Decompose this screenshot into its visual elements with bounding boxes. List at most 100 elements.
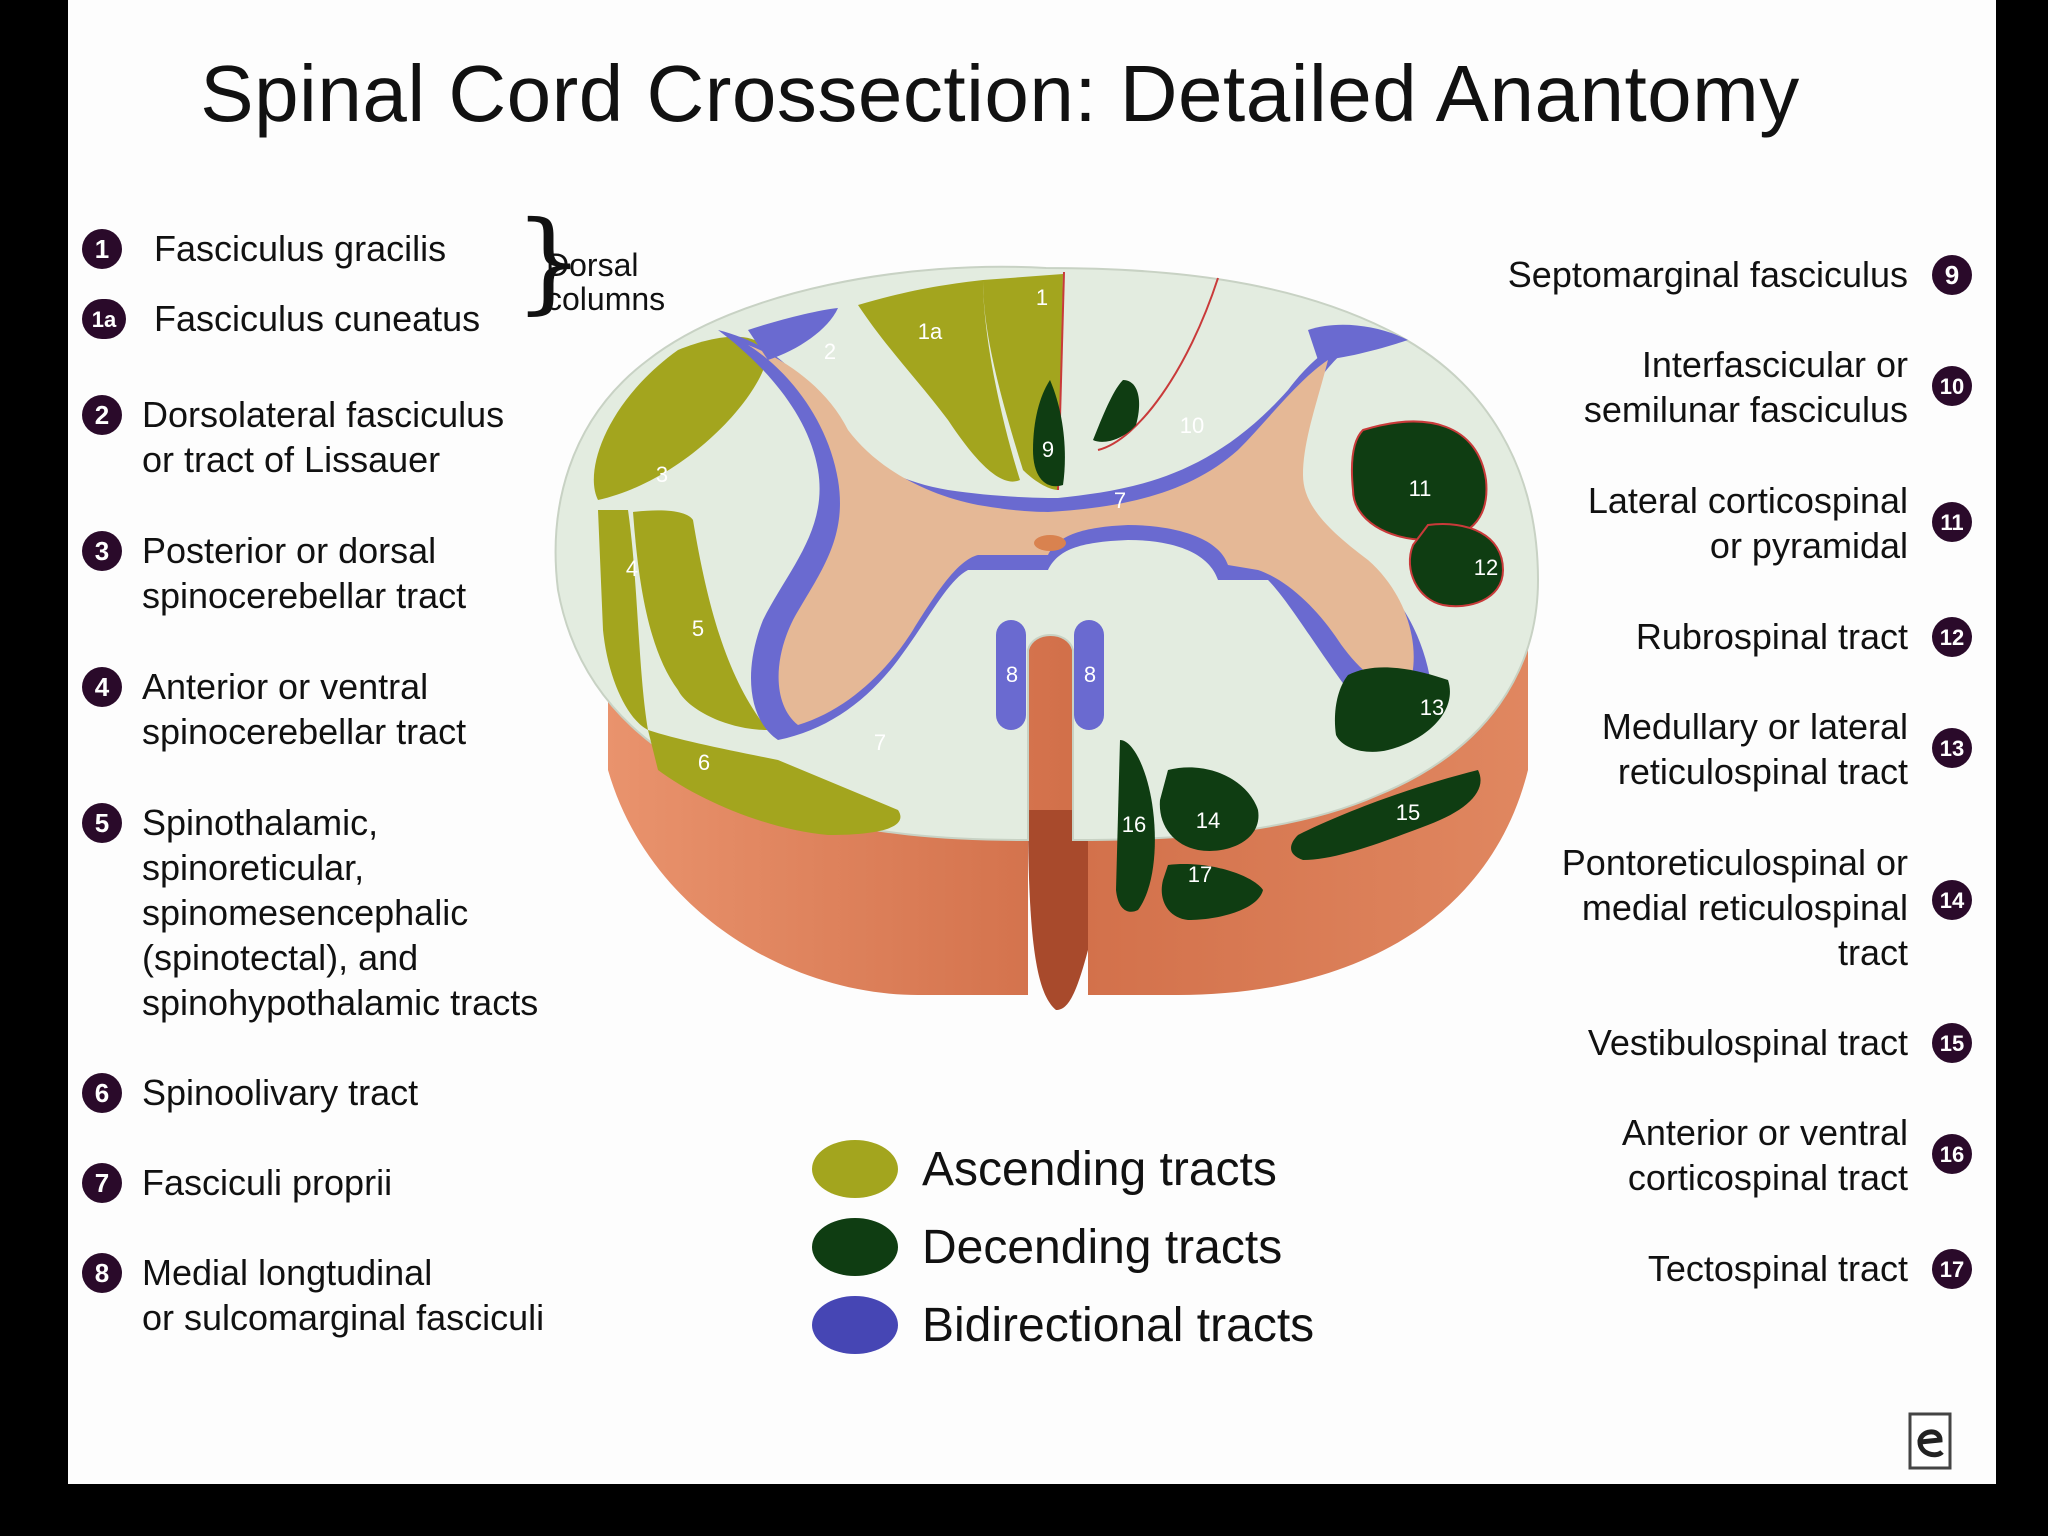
label-item-15: 15 Vestibulospinal tract bbox=[1588, 1020, 1972, 1065]
number-badge: 7 bbox=[82, 1163, 122, 1203]
label-text: Anterior or ventral corticospinal tract bbox=[1621, 1112, 1908, 1198]
diagram-label: 8 bbox=[1006, 662, 1018, 687]
label-text: Interfascicular or semilunar fasciculus bbox=[1583, 344, 1908, 430]
number-badge: 5 bbox=[82, 803, 122, 843]
label-text: Anterior or ventral spinocerebellar trac… bbox=[142, 666, 467, 752]
diagram-label: 8 bbox=[1084, 662, 1096, 687]
label-text: Septomarginal fasciculus bbox=[1507, 254, 1908, 295]
legend-label: Bidirectional tracts bbox=[922, 1298, 1315, 1352]
tract-10 bbox=[1093, 380, 1140, 442]
tract-13 bbox=[1334, 667, 1450, 752]
tract-4 bbox=[598, 510, 648, 730]
number-badge: 2 bbox=[82, 395, 122, 435]
legend-label: Decending tracts bbox=[922, 1220, 1283, 1274]
number-badge: 16 bbox=[1932, 1134, 1972, 1174]
legend-swatch bbox=[812, 1218, 898, 1276]
label-item-14: 14 Pontoreticulospinal or medial reticul… bbox=[1562, 840, 1972, 975]
label-item-5: 5 Spinothalamic, spinoreticular, spinome… bbox=[82, 800, 538, 1025]
spinal-cord-diagram: 1 1a 2 3 4 5 6 7 7 7 8 8 9 10 11 12 13 1… bbox=[554, 265, 1540, 1010]
label-text: Posterior or dorsal spinocerebellar trac… bbox=[142, 530, 467, 616]
diagram-label: 16 bbox=[1122, 812, 1146, 837]
slide: Spinal Cord Crossection: Detailed Ananto… bbox=[68, 0, 1996, 1484]
diagram-label: 9 bbox=[1042, 437, 1054, 462]
label-text: Pontoreticulospinal or medial reticulosp… bbox=[1561, 842, 1908, 973]
diagram-label: 7 bbox=[1114, 488, 1126, 513]
number-badge: 14 bbox=[1932, 880, 1972, 920]
legend-item-ascending: Ascending tracts bbox=[812, 1130, 1314, 1208]
label-text: Medullary or lateral reticulospinal trac… bbox=[1601, 706, 1908, 792]
tract-14 bbox=[1159, 767, 1259, 851]
number-badge: 9 bbox=[1932, 255, 1972, 295]
label-text: Fasciculi proprii bbox=[142, 1162, 393, 1203]
legend-swatch bbox=[812, 1140, 898, 1198]
number-badge: 15 bbox=[1932, 1023, 1972, 1063]
label-item-12: 12 Rubrospinal tract bbox=[1636, 614, 1972, 659]
label-item-13: 13 Medullary or lateral reticulospinal t… bbox=[1602, 704, 1972, 794]
label-item-7: 7 Fasciculi proprii bbox=[82, 1160, 392, 1205]
legend-item-bidirectional: Bidirectional tracts bbox=[812, 1286, 1314, 1364]
diagram-label: 10 bbox=[1180, 413, 1204, 438]
number-badge: 11 bbox=[1932, 502, 1972, 542]
diagram-label: 3 bbox=[656, 462, 668, 487]
diagram-label: 14 bbox=[1196, 808, 1220, 833]
number-badge: 1 bbox=[82, 229, 122, 269]
legend-swatch bbox=[812, 1296, 898, 1354]
tract-16 bbox=[1116, 740, 1155, 912]
label-item-16: 16 Anterior or ventral corticospinal tra… bbox=[1622, 1110, 1972, 1200]
label-item-17: 17 Tectospinal tract bbox=[1648, 1246, 1972, 1291]
number-badge: 1a bbox=[82, 299, 126, 339]
diagram-label: 12 bbox=[1474, 555, 1498, 580]
dorsal-columns-label: Dorsal columns bbox=[546, 247, 666, 317]
diagram-label: 2 bbox=[824, 339, 836, 364]
label-text: Tectospinal tract bbox=[1647, 1248, 1908, 1289]
label-item-2: 2 Dorsolateral fasciculus or tract of Li… bbox=[82, 392, 504, 482]
tract-6 bbox=[648, 730, 901, 835]
label-item-9: 9 Septomarginal fasciculus bbox=[1508, 252, 1972, 297]
tract-1a bbox=[858, 280, 1020, 482]
label-item-6: 6 Spinoolivary tract bbox=[82, 1070, 418, 1115]
diagram-label: 7 bbox=[874, 730, 886, 755]
central-canal bbox=[1034, 535, 1066, 551]
tract-8-left bbox=[996, 620, 1026, 730]
number-badge: 3 bbox=[82, 531, 122, 571]
label-text: Rubrospinal tract bbox=[1635, 616, 1908, 657]
septum-line-right bbox=[1097, 277, 1219, 451]
label-text: Spinothalamic, spinoreticular, spinomese… bbox=[142, 802, 539, 1023]
publisher-logo bbox=[1908, 1412, 1952, 1470]
number-badge: 12 bbox=[1932, 617, 1972, 657]
diagram-label: 6 bbox=[698, 750, 710, 775]
legend-item-descending: Decending tracts bbox=[812, 1208, 1314, 1286]
diagram-number-labels: 1 1a 2 3 4 5 6 7 7 7 8 8 9 10 11 12 13 1… bbox=[626, 285, 1498, 887]
page-title: Spinal Cord Crossection: Detailed Ananto… bbox=[200, 49, 1800, 138]
label-text: Fasciculus gracilis bbox=[154, 228, 447, 269]
label-text: Medial longtudinal or sulcomarginal fasc… bbox=[142, 1252, 545, 1338]
label-item-1a: 1a Fasciculus cuneatus bbox=[82, 296, 480, 341]
tract-3 bbox=[593, 336, 768, 500]
diagram-label: 15 bbox=[1396, 800, 1420, 825]
label-text: Dorsolateral fasciculus or tract of Liss… bbox=[142, 394, 505, 480]
number-badge: 10 bbox=[1932, 366, 1972, 406]
tract-2-contralateral bbox=[1308, 324, 1408, 360]
label-text: Vestibulospinal tract bbox=[1587, 1022, 1908, 1063]
number-badge: 13 bbox=[1932, 728, 1972, 768]
diagram-label: 5 bbox=[692, 616, 704, 641]
label-text: Spinoolivary tract bbox=[142, 1072, 419, 1113]
label-item-1: 1 Fasciculus gracilis bbox=[82, 226, 446, 271]
gray-matter bbox=[748, 345, 1414, 725]
legend-label: Ascending tracts bbox=[922, 1142, 1277, 1196]
number-badge: 8 bbox=[82, 1253, 122, 1293]
diagram-label: 1a bbox=[918, 319, 943, 344]
number-badge: 17 bbox=[1932, 1249, 1972, 1289]
label-item-11: 11 Lateral corticospinal or pyramidal bbox=[1588, 478, 1972, 568]
diagram-label: 1 bbox=[1036, 285, 1048, 310]
tract-8-right bbox=[1074, 620, 1104, 730]
tract-9 bbox=[1033, 380, 1065, 487]
label-item-10: 10 Interfascicular or semilunar fascicul… bbox=[1584, 342, 1972, 432]
tract-5 bbox=[633, 510, 768, 730]
tract-17 bbox=[1161, 864, 1263, 920]
ventral-fissure bbox=[1028, 810, 1088, 1010]
label-item-4: 4 Anterior or ventral spinocerebellar tr… bbox=[82, 664, 466, 754]
tract-15 bbox=[1291, 770, 1481, 860]
color-legend: Ascending tracts Decending tracts Bidire… bbox=[812, 1130, 1314, 1364]
label-item-8: 8 Medial longtudinal or sulcomarginal fa… bbox=[82, 1250, 544, 1340]
